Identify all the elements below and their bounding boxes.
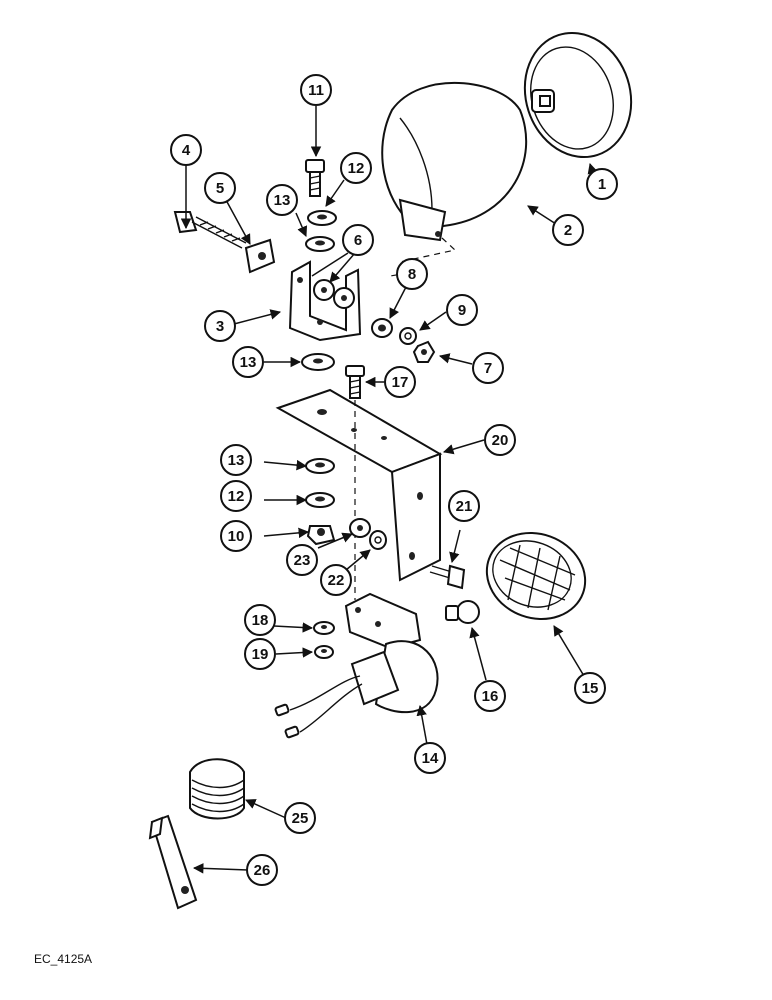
lower-nut-washer-part [313,621,335,659]
svg-text:13: 13 [240,354,257,371]
side-bolt-part [429,564,466,590]
pivot-hardware-part [371,318,436,363]
callout-9: 9 [446,294,478,326]
bulb-part [445,600,480,624]
svg-text:3: 3 [216,318,224,335]
callout-12-lower: 12 [220,480,252,512]
callout-6: 6 [342,224,374,256]
spacer-washer-part [349,518,387,550]
pivot-bracket-part [288,260,362,342]
svg-text:15: 15 [582,680,599,697]
svg-text:13: 13 [228,452,245,469]
svg-text:23: 23 [294,552,311,569]
mount-bolt-part [345,365,365,399]
svg-text:21: 21 [456,498,473,515]
callout-21: 21 [448,490,480,522]
svg-text:18: 18 [252,612,269,629]
callout-5: 5 [204,172,236,204]
callout-23: 23 [286,544,318,576]
svg-text:12: 12 [348,160,365,177]
drawing-code-label: EC_4125A [34,952,93,966]
callout-4: 4 [170,134,202,166]
callout-26: 26 [246,854,278,886]
svg-text:14: 14 [422,750,439,767]
svg-text:22: 22 [328,572,345,589]
callout-18: 18 [244,604,276,636]
callout-3: 3 [204,310,236,342]
horn-assembly-part [274,592,439,739]
lower-fasteners-part [305,458,336,546]
svg-text:26: 26 [254,862,271,879]
callout-11: 11 [300,74,332,106]
svg-text:1: 1 [598,176,606,193]
callout-13-lower: 13 [220,444,252,476]
callout-19: 19 [244,638,276,670]
svg-text:11: 11 [308,82,324,99]
svg-text:25: 25 [292,810,309,827]
svg-text:19: 19 [252,646,269,663]
lamp-housing-part [381,81,528,242]
svg-text:6: 6 [354,232,362,249]
svg-text:13: 13 [274,192,291,209]
coil-grommet-part [189,758,245,820]
svg-text:12: 12 [228,488,245,505]
upper-washers-part [305,210,337,252]
callout-16: 16 [474,680,506,712]
svg-text:4: 4 [182,142,191,159]
callout-13-middle: 13 [232,346,264,378]
clip-plate-part [148,814,198,910]
callout-8: 8 [396,258,428,290]
svg-text:17: 17 [392,374,409,391]
mid-washer-part [301,353,335,371]
callout-13-upper: 13 [266,184,298,216]
callout-2: 2 [552,214,584,246]
callout-10: 10 [220,520,252,552]
svg-text:10: 10 [228,528,245,545]
callout-7: 7 [472,352,504,384]
clip-nut-part [244,238,276,274]
leader-lines [180,106,598,874]
callout-15: 15 [574,672,606,704]
svg-text:20: 20 [492,432,509,449]
svg-text:2: 2 [564,222,572,239]
callout-12-upper: 12 [340,152,372,184]
svg-text:16: 16 [482,688,499,705]
svg-text:7: 7 [484,360,492,377]
callout-1: 1 [586,168,618,200]
callout-25: 25 [284,802,316,834]
upper-bolt-part [305,159,325,197]
svg-text:8: 8 [408,266,416,283]
svg-text:9: 9 [458,302,466,319]
lens-cover-part [523,31,633,159]
mounting-bracket-part [275,388,443,582]
lens-ring-part [485,531,587,621]
callout-22: 22 [320,564,352,596]
callout-14: 14 [414,742,446,774]
svg-text:5: 5 [216,180,224,197]
callout-20: 20 [484,424,516,456]
callout-17: 17 [384,366,416,398]
